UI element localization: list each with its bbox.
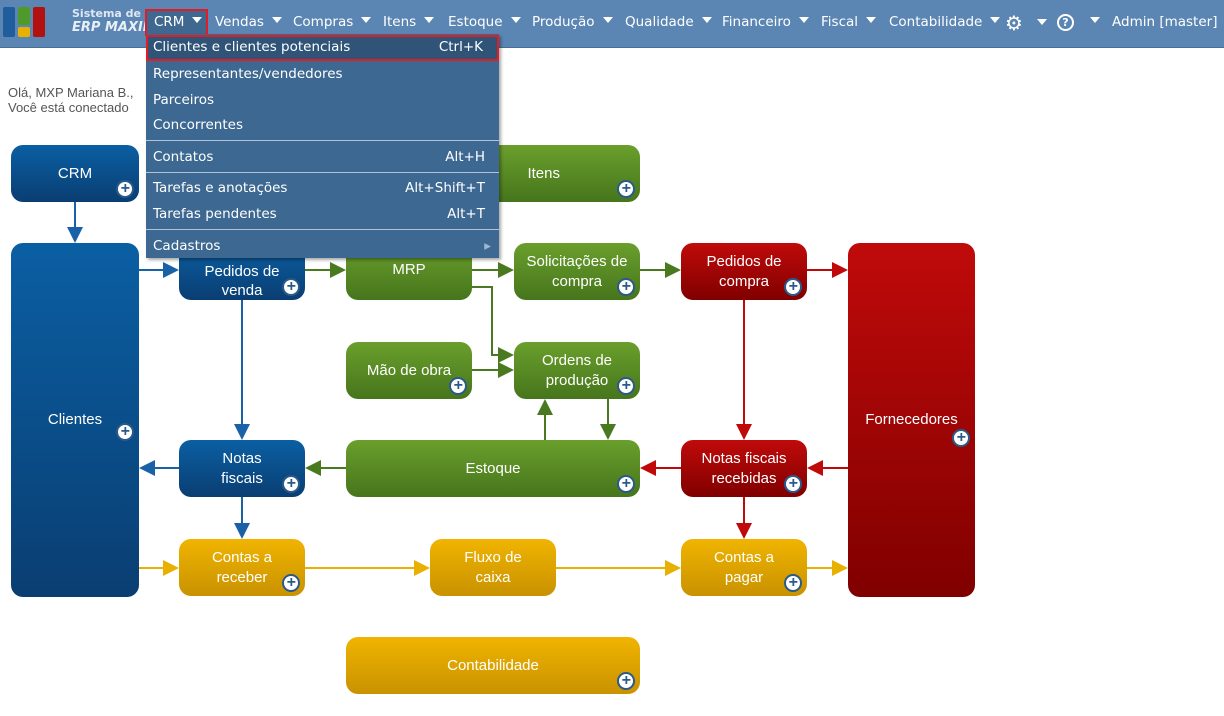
add-icon[interactable]: + xyxy=(282,574,300,592)
chevron-down-icon xyxy=(701,17,712,23)
chevron-down-icon xyxy=(1090,17,1100,23)
add-icon[interactable]: + xyxy=(116,423,134,441)
user-menu[interactable]: Admin [master] xyxy=(1112,14,1218,30)
menu-divider xyxy=(146,172,499,173)
menu-crm[interactable]: CRM xyxy=(154,14,203,30)
box-fluxo-caixa[interactable]: Fluxo de caixa xyxy=(430,539,556,596)
box-mao-obra[interactable]: Mão de obra+ xyxy=(346,342,472,399)
menu-item-concorrentes[interactable]: Concorrentes xyxy=(153,117,243,133)
menu-financeiro[interactable]: Financeiro xyxy=(722,14,809,30)
chevron-down-icon xyxy=(602,17,613,23)
box-estoque[interactable]: Estoque+ xyxy=(346,440,640,497)
menu-producao[interactable]: Produção xyxy=(532,14,613,30)
chevron-down-icon xyxy=(798,17,809,23)
add-icon[interactable]: + xyxy=(116,180,134,198)
box-clientes[interactable]: Clientes+ xyxy=(11,243,139,597)
menu-divider xyxy=(146,140,499,141)
menu-item-representantes[interactable]: Representantes/vendedores xyxy=(153,66,343,82)
add-icon[interactable]: + xyxy=(784,574,802,592)
add-icon[interactable]: + xyxy=(617,377,635,395)
help-icon: ? xyxy=(1057,14,1074,31)
add-icon[interactable]: + xyxy=(952,429,970,447)
add-icon[interactable]: + xyxy=(282,475,300,493)
chevron-right-icon: ▸ xyxy=(484,238,491,254)
menu-divider xyxy=(146,229,499,230)
menu-vendas[interactable]: Vendas xyxy=(215,14,282,30)
box-contas-receber[interactable]: Contas a receber+ xyxy=(179,539,305,596)
menu-itens[interactable]: Itens xyxy=(383,14,435,30)
chevron-down-icon xyxy=(192,17,203,23)
add-icon[interactable]: + xyxy=(282,278,300,296)
connection-status: Você está conectado xyxy=(8,100,129,115)
menu-fiscal[interactable]: Fiscal xyxy=(821,14,877,30)
help-menu[interactable]: ? xyxy=(1057,14,1100,31)
add-icon[interactable]: + xyxy=(617,672,635,690)
chevron-down-icon xyxy=(1036,19,1047,25)
chevron-down-icon xyxy=(990,17,1001,23)
menu-item-cadastros[interactable]: Cadastros▸ xyxy=(146,234,499,258)
add-icon[interactable]: + xyxy=(617,180,635,198)
box-notas-recebidas[interactable]: Notas fiscais recebidas+ xyxy=(681,440,807,497)
box-notas-fiscais[interactable]: Notas fiscais+ xyxy=(179,440,305,497)
chevron-down-icon xyxy=(361,17,372,23)
chevron-down-icon xyxy=(510,17,521,23)
menu-estoque[interactable]: Estoque xyxy=(448,14,521,30)
box-crm[interactable]: CRM+ xyxy=(11,145,139,202)
greeting: Olá, MXP Mariana B., xyxy=(8,85,134,100)
box-contas-pagar[interactable]: Contas a pagar+ xyxy=(681,539,807,596)
menu-qualidade[interactable]: Qualidade xyxy=(625,14,712,30)
add-icon[interactable]: + xyxy=(449,377,467,395)
add-icon[interactable]: + xyxy=(784,475,802,493)
menu-compras[interactable]: Compras xyxy=(293,14,372,30)
settings-menu[interactable]: ⚙ xyxy=(1005,11,1047,35)
box-pedidos-compra[interactable]: Pedidos de compra+ xyxy=(681,243,807,300)
add-icon[interactable]: + xyxy=(784,278,802,296)
menu-item-parceiros[interactable]: Parceiros xyxy=(153,92,215,108)
box-contabilidade[interactable]: Contabilidade+ xyxy=(346,637,640,694)
chevron-down-icon xyxy=(271,17,282,23)
chevron-down-icon xyxy=(424,17,435,23)
erp-logo xyxy=(3,7,45,37)
box-fornecedores[interactable]: Fornecedores+ xyxy=(848,243,975,597)
add-icon[interactable]: + xyxy=(617,278,635,296)
box-solicitacoes[interactable]: Solicitações de compra+ xyxy=(514,243,640,300)
add-icon[interactable]: + xyxy=(617,475,635,493)
chevron-down-icon xyxy=(866,17,877,23)
menu-contabilidade[interactable]: Contabilidade xyxy=(889,14,1001,30)
gear-icon: ⚙ xyxy=(1005,11,1023,35)
box-ordens-producao[interactable]: Ordens de produção+ xyxy=(514,342,640,399)
